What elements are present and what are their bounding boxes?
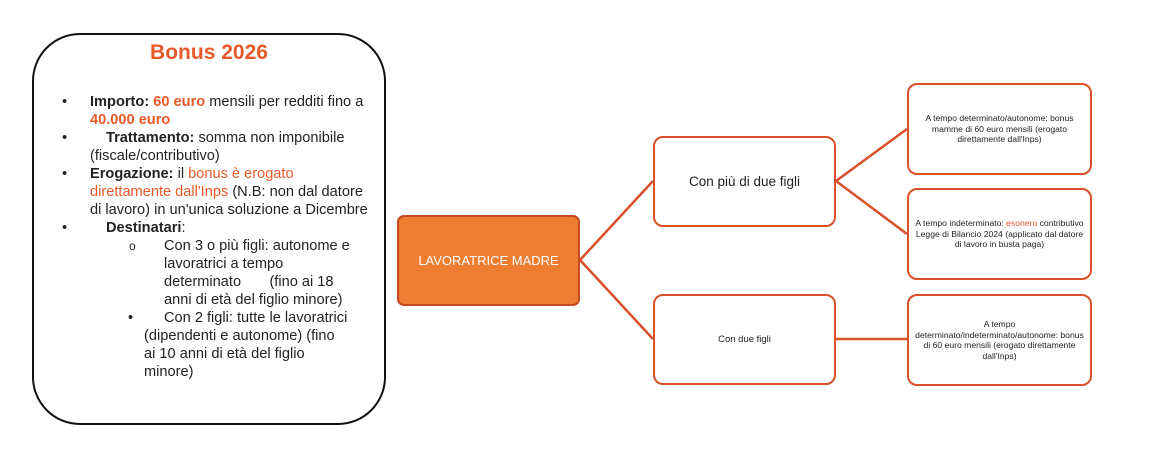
card-title: Bonus 2026 — [150, 41, 268, 64]
bonus-info-card: Bonus 2026 • Importo: 60 euro mensili pe… — [32, 33, 386, 425]
destinatari-colon: : — [181, 220, 186, 236]
importo-income-limit: 40.000 euro — [90, 112, 171, 128]
sub-bullet: o — [129, 239, 136, 253]
erogazione-label: Erogazione: — [90, 166, 174, 182]
leaf-node-due-figli: A tempo determinato/indeterminato/autono… — [907, 294, 1092, 386]
bullet: • — [62, 94, 68, 110]
center-node: LAVORATRICE MADRE — [397, 215, 580, 306]
branch-node-two: Con due figli — [653, 294, 836, 385]
leaf-text-part1: A tempo indeterminato: — [915, 218, 1007, 229]
list-item-erogazione: • Erogazione: il bonus è erogato diretta… — [62, 165, 372, 219]
edge-center-to-branch1 — [579, 180, 654, 261]
leaf-node-determinato: A tempo determinato/autonome: bonus mamm… — [907, 83, 1092, 175]
erogazione-highlight: bonus è erogato direttamente dall'Inps — [90, 166, 294, 200]
edge-center-to-branch2 — [579, 259, 654, 340]
bullet: • — [62, 220, 68, 236]
leaf-text-part2: contributivo Legge di Bilancio 2024 (app… — [915, 218, 1084, 250]
leaf-node-indeterminato: A tempo indeterminato: esonero contribut… — [907, 188, 1092, 280]
list-item-destinatari: • Destinatari: — [62, 219, 372, 237]
erogazione-text2: (N.B: non dal datore di lavoro) in un'un… — [90, 184, 368, 218]
branch-label: Con più di due figli — [688, 174, 801, 189]
sub-item-2-figli-text: Con 2 figli: tutte le lavoratrici (dipen… — [144, 310, 348, 380]
sub-bullet: • — [128, 310, 134, 326]
leaf-highlight: esonero — [1006, 218, 1038, 229]
importo-text: mensili per redditi fino a — [205, 94, 364, 110]
sub-item-2-figli: • Con 2 figli: tutte le lavoratrici (dip… — [62, 309, 350, 381]
list-item-trattamento: • Trattamento: somma non imponibile (fis… — [62, 129, 372, 165]
branch-node-more-than-two: Con più di due figli — [653, 136, 836, 227]
leaf-text: A tempo indeterminato: esonero contribut… — [915, 218, 1084, 250]
edge-branch1-to-leaf2 — [835, 179, 908, 236]
branch-label: Con due figli — [718, 334, 771, 345]
leaf-text: A tempo determinato/indeterminato/autono… — [915, 319, 1084, 361]
list-item-importo: • Importo: 60 euro mensili per redditi f… — [62, 93, 372, 129]
bullet: • — [62, 130, 68, 146]
sub-item-3-figli-text: Con 3 o più figli: autonome e lavoratric… — [164, 238, 354, 308]
sub-item-3-figli: o Con 3 o più figli: autonome e lavoratr… — [62, 237, 362, 309]
trattamento-label: Trattamento: — [106, 130, 195, 146]
erogazione-text1: il — [173, 166, 189, 182]
importo-label: Importo: — [90, 94, 150, 110]
card-body: • Importo: 60 euro mensili per redditi f… — [62, 93, 372, 381]
importo-amount: 60 euro — [153, 94, 206, 110]
edge-branch1-to-leaf1 — [835, 127, 908, 183]
destinatari-label: Destinatari — [106, 220, 182, 236]
leaf-text: A tempo determinato/autonome: bonus mamm… — [925, 113, 1074, 145]
bullet: • — [62, 166, 68, 182]
trattamento-text: somma non imponibile (fiscale/contributi… — [90, 130, 345, 164]
